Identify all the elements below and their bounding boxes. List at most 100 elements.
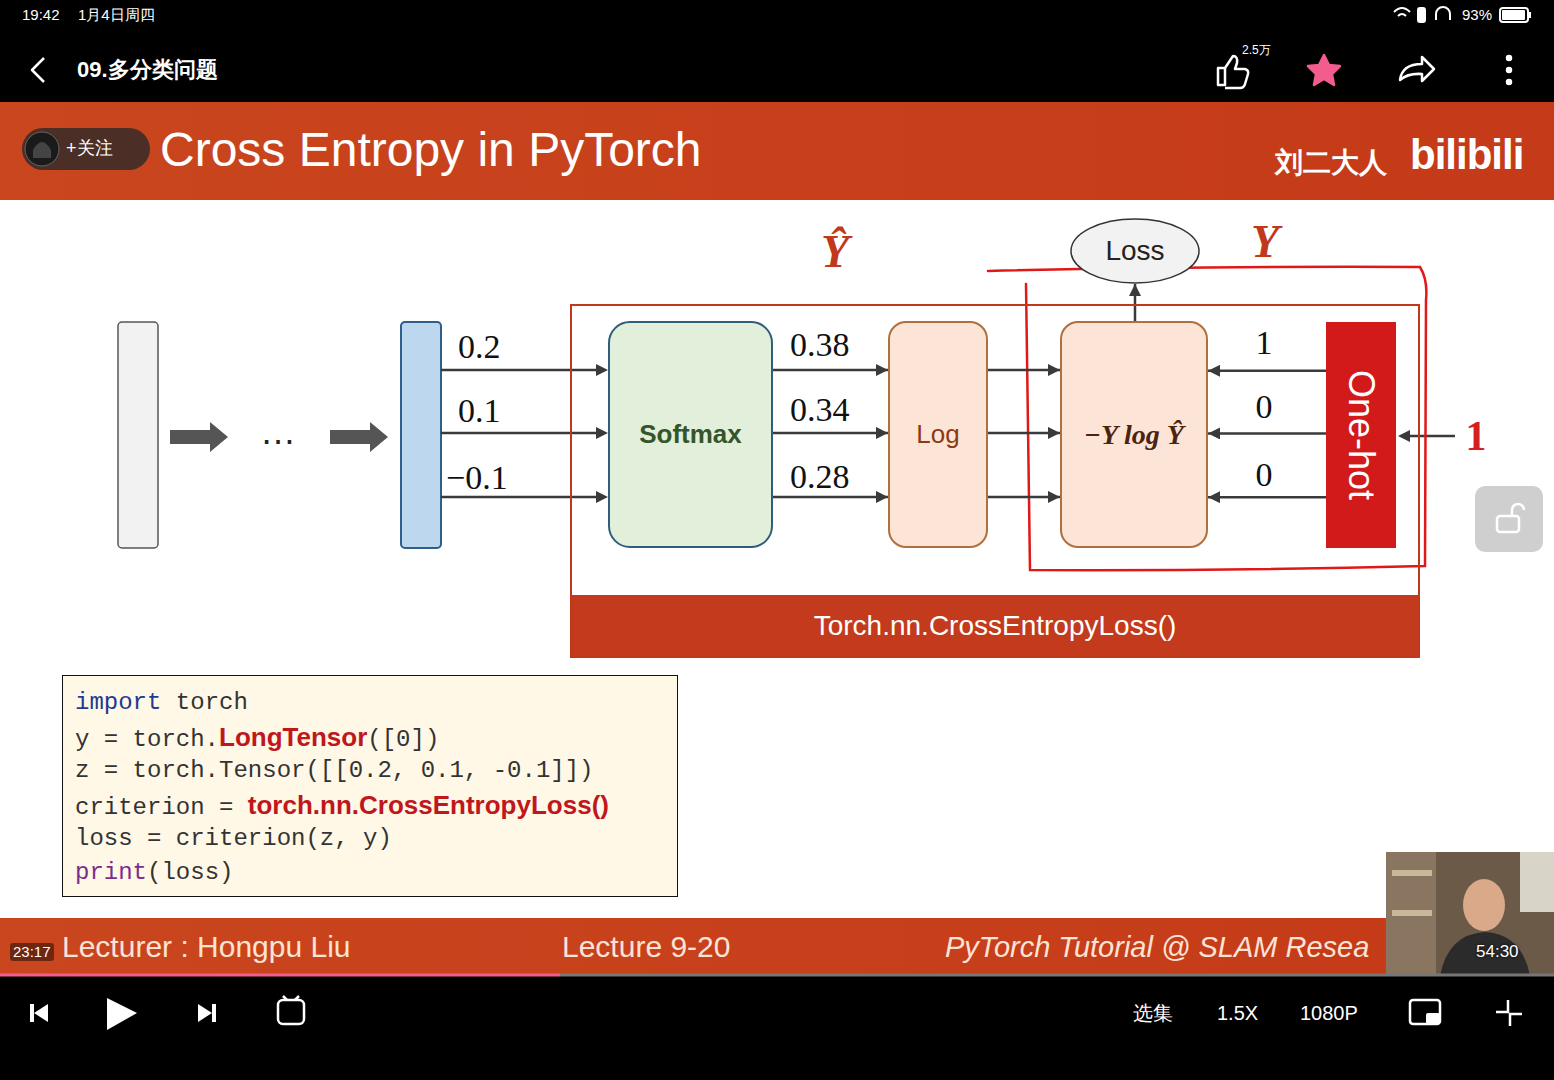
logit-wire — [441, 496, 598, 499]
code-line: loss = criterion(z, y) — [75, 822, 665, 856]
battery-icon — [1500, 8, 1528, 22]
total-time: 54:30 — [1476, 942, 1519, 962]
danmaku-antenna — [283, 996, 299, 1000]
headphone-icon — [1436, 7, 1450, 20]
box-label: −Y log Ŷ — [1084, 418, 1184, 452]
arrowhead — [1398, 430, 1410, 442]
log-box: Log — [888, 321, 988, 548]
code-line: print(loss) — [75, 856, 665, 890]
logit-vector — [401, 322, 441, 548]
arrowhead — [596, 491, 608, 503]
flow-arrow — [170, 422, 228, 452]
edge-value: 0 — [1256, 455, 1273, 496]
edge-value: 0.28 — [790, 457, 850, 498]
code-text: loss = criterion(z, y) — [75, 825, 392, 852]
loss-function-box: Torch.nn.CrossEntropyLoss() Softmax Log −Y … — [570, 304, 1420, 658]
episode-title: 09.多分类问题 — [77, 57, 218, 83]
target-symbol: Y — [1251, 214, 1279, 269]
play-icon — [107, 998, 137, 1030]
avatar-helmet — [33, 142, 51, 158]
connector — [988, 496, 1060, 499]
box-label: Softmax — [639, 419, 742, 450]
nav-icons — [32, 55, 1511, 88]
connector — [988, 432, 1060, 435]
code-text: y = torch. — [75, 726, 219, 753]
code-text: ([0]) — [367, 726, 439, 753]
target-arrow — [1408, 435, 1455, 438]
loss-ellipse: Loss — [1070, 218, 1200, 284]
code-text: z = torch.Tensor([[0.2, 0.1, -0.1]]) — [75, 757, 593, 784]
course-name: PyTorch Tutorial @ SLAM Resea — [945, 930, 1369, 965]
connector — [988, 369, 1060, 372]
code-line: criterion = torch.nn.CrossEntropyLoss() — [75, 788, 665, 822]
pip-icon — [1410, 1000, 1440, 1024]
share-icon — [1400, 57, 1434, 81]
prediction-symbol: Ŷ — [821, 224, 849, 279]
code-text: LongTensor — [219, 722, 367, 752]
box-label: Loss — [1105, 234, 1164, 268]
connector — [773, 496, 888, 499]
logit-value: −0.1 — [446, 458, 508, 499]
progress-rest — [560, 974, 1554, 977]
quality-button: 1080P — [1300, 1001, 1358, 1025]
connector — [1208, 370, 1326, 373]
code-line: z = torch.Tensor([[0.2, 0.1, -0.1]]) — [75, 754, 665, 788]
connector — [773, 369, 888, 372]
code-line: import torch — [75, 686, 665, 720]
next-icon — [198, 1004, 212, 1022]
battery-tip — [1529, 12, 1531, 18]
next-bar — [212, 1004, 216, 1022]
player-controls — [30, 996, 1522, 1030]
button-ground — [1475, 486, 1543, 552]
logit-arrowheads — [596, 364, 608, 503]
function-name: Torch.nn.CrossEntropyLoss() — [814, 609, 1177, 643]
lecture-number: Lecture 9-20 — [562, 929, 730, 965]
webcam-view — [1386, 852, 1554, 976]
connector — [773, 432, 888, 435]
lecturer-face — [1463, 879, 1505, 931]
current-time: 23:17 — [10, 943, 54, 961]
ellipse-shape — [1071, 219, 1199, 283]
code-text: import — [75, 689, 161, 716]
follow-button-text: +关注 — [66, 138, 113, 160]
edge-value: 0.38 — [790, 325, 850, 366]
code-line: y = torch.LongTensor([0]) — [75, 720, 665, 754]
danmaku-icon — [278, 1000, 304, 1024]
follow-badge — [22, 128, 150, 170]
ellipsis: … — [260, 410, 296, 453]
battery-level-text: 93% — [1462, 6, 1492, 24]
menu-dot — [1507, 56, 1511, 60]
box-label: One-hot — [1339, 370, 1382, 500]
arrowhead — [596, 427, 608, 439]
function-name-band: Torch.nn.CrossEntropyLoss() — [572, 595, 1418, 656]
prev-bar — [30, 1004, 34, 1022]
hand-drawn-box — [988, 267, 1426, 570]
logit-value: 0.1 — [458, 391, 501, 432]
softmax-box: Softmax — [608, 321, 773, 548]
logit-wire — [441, 432, 598, 435]
slide-title: Cross Entropy in PyTorch — [160, 121, 702, 179]
lecturer-name: Lecturer : Hongpu Liu — [62, 929, 351, 965]
back-chevron — [32, 58, 44, 82]
menu-dot — [1507, 68, 1511, 72]
lock-status-icon — [1418, 8, 1425, 22]
fullscreen-icon — [1496, 1000, 1522, 1026]
badge-pill — [22, 128, 150, 170]
like-count: 2.5万 — [1242, 43, 1271, 57]
code-text: torch.nn.CrossEntropyLoss() — [248, 790, 609, 820]
float-lock-button — [1475, 486, 1543, 552]
shelf — [1386, 852, 1436, 976]
uploader-watermark: 刘二大人 — [1275, 146, 1387, 180]
lock-body — [1497, 516, 1519, 532]
flow-arrow — [330, 422, 388, 452]
code-text: torch — [161, 689, 247, 716]
speed-button: 1.5X — [1217, 1001, 1258, 1025]
connector — [1134, 284, 1137, 321]
wifi-icon — [1394, 8, 1410, 12]
status-date: 1月4日周四 — [78, 6, 155, 24]
site-logo: bilibili — [1410, 130, 1523, 180]
progress-played — [0, 974, 560, 977]
edge-value: 0 — [1256, 387, 1273, 428]
lock-shackle — [1512, 504, 1524, 516]
